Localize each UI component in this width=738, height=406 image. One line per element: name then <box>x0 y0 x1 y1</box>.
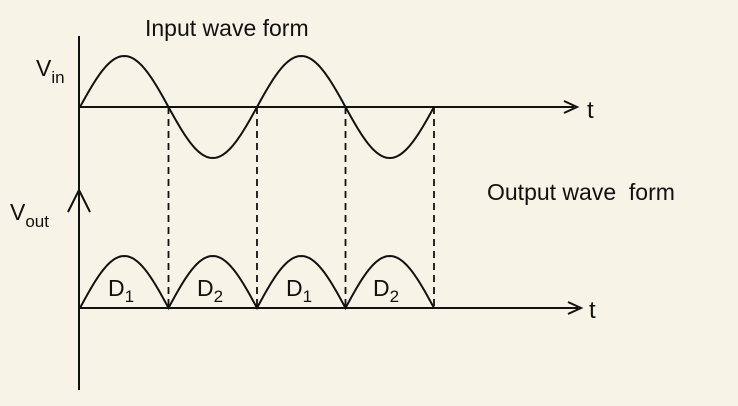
vout-label-subscript: out <box>25 212 49 231</box>
output-time-axis-label: t <box>589 297 596 324</box>
diode-label-base: D <box>197 275 214 301</box>
diode-label-subscript: 1 <box>125 287 134 306</box>
diode-label-subscript: 1 <box>303 287 312 306</box>
diode-label-d2-first: D2 <box>197 275 223 306</box>
diode-label-d1-second: D1 <box>286 275 312 306</box>
vout-axis-arrowhead <box>67 187 91 213</box>
output-waveform-title: Output wave form <box>487 179 675 205</box>
diode-label-d2-second: D2 <box>373 275 399 306</box>
rectified-output-wave <box>79 254 435 311</box>
vin-label-subscript: in <box>51 68 64 87</box>
input-time-axis-arrowhead <box>563 100 580 114</box>
output-time-axis-arrowhead <box>567 301 584 315</box>
diode-label-d1-first: D1 <box>108 275 134 306</box>
diode-label-base: D <box>286 275 303 301</box>
diode-label-subscript: 2 <box>390 287 399 306</box>
vout-label: Vout <box>10 199 49 231</box>
input-waveform-title: Input wave form <box>145 15 309 41</box>
diode-label-subscript: 2 <box>214 287 223 306</box>
dashed-projection-lines <box>167 107 435 308</box>
vin-label: Vin <box>36 55 65 87</box>
vin-label-base: V <box>36 55 52 81</box>
diode-label-base: D <box>373 275 390 301</box>
diode-label-base: D <box>108 275 125 301</box>
vout-label-base: V <box>10 199 26 225</box>
input-time-axis-label: t <box>587 97 594 124</box>
